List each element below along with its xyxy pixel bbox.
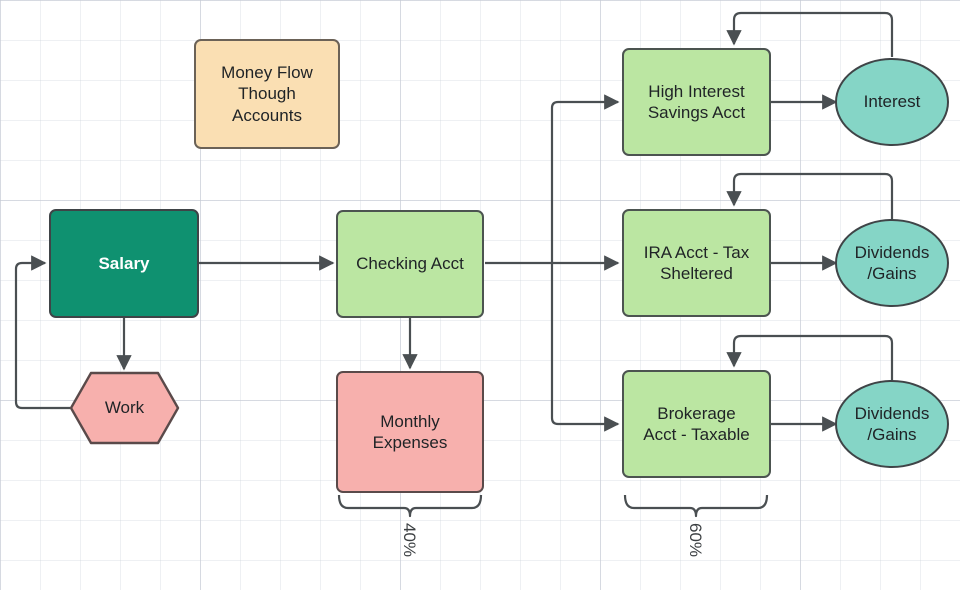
- node-work[interactable]: Work: [69, 371, 180, 445]
- brace-label-right: 60%: [686, 522, 706, 558]
- edge-junction-trunk: [550, 94, 620, 110]
- node-high-interest-savings-acct[interactable]: High Interest Savings Acct: [622, 48, 771, 156]
- node-dividends-gains-brokerage[interactable]: Dividends /Gains: [835, 380, 949, 468]
- brace-label-left: 40%: [400, 522, 420, 558]
- node-dividends-gains-ira[interactable]: Dividends /Gains: [835, 219, 949, 307]
- node-brokerage-acct[interactable]: Brokerage Acct - Taxable: [622, 370, 771, 478]
- node-work-label: Work: [104, 398, 145, 417]
- node-ira-acct[interactable]: IRA Acct - Tax Sheltered: [622, 209, 771, 317]
- edge-junction-to-brokerage: [550, 416, 620, 432]
- brace-left: [337, 494, 483, 518]
- node-monthly-expenses[interactable]: Monthly Expenses: [336, 371, 484, 493]
- node-salary[interactable]: Salary: [49, 209, 199, 318]
- hexagon-shape: [69, 371, 180, 445]
- node-interest[interactable]: Interest: [835, 58, 949, 146]
- title-box: Money Flow Though Accounts: [194, 39, 340, 149]
- brace-right: [623, 494, 769, 518]
- node-checking-acct[interactable]: Checking Acct: [336, 210, 484, 318]
